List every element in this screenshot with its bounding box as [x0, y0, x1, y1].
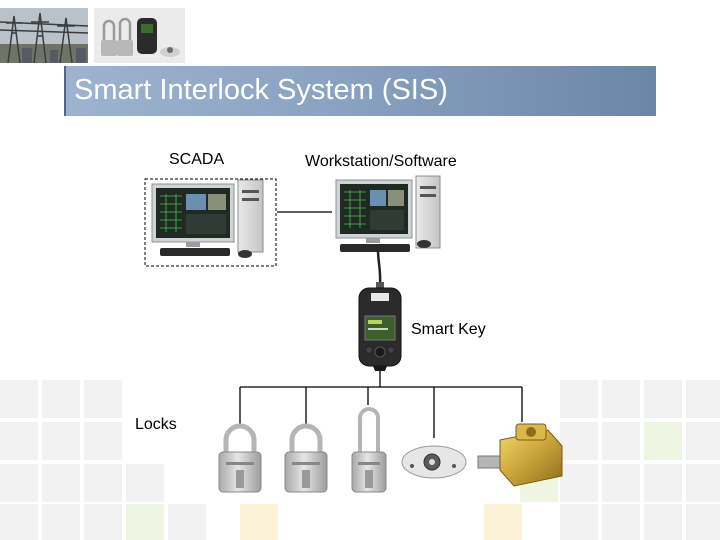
padlock-1: [218, 423, 262, 493]
title-bar: Smart Interlock System (SIS): [64, 66, 656, 116]
smart-key-label: Smart Key: [411, 321, 486, 338]
brass-bolt-lock: [477, 423, 563, 487]
workstation-label: Workstation/Software: [305, 153, 457, 170]
products-photo: [94, 8, 185, 63]
workstation-computer: [335, 175, 441, 252]
scada-computer: [151, 179, 264, 258]
disc-lock: [401, 445, 467, 479]
page-title: Smart Interlock System (SIS): [74, 74, 448, 106]
tile-background: [0, 380, 720, 540]
scada-label: SCADA: [169, 151, 225, 168]
lock-bus: [239, 371, 523, 438]
scada-boundary: [144, 178, 277, 267]
smart-key-device: [358, 287, 402, 371]
substation-photo: [0, 8, 88, 63]
workstation-key-cable: [376, 249, 382, 287]
locks-label: Locks: [135, 416, 177, 433]
padlock-2: [284, 423, 328, 493]
padlock-3: [351, 407, 387, 493]
